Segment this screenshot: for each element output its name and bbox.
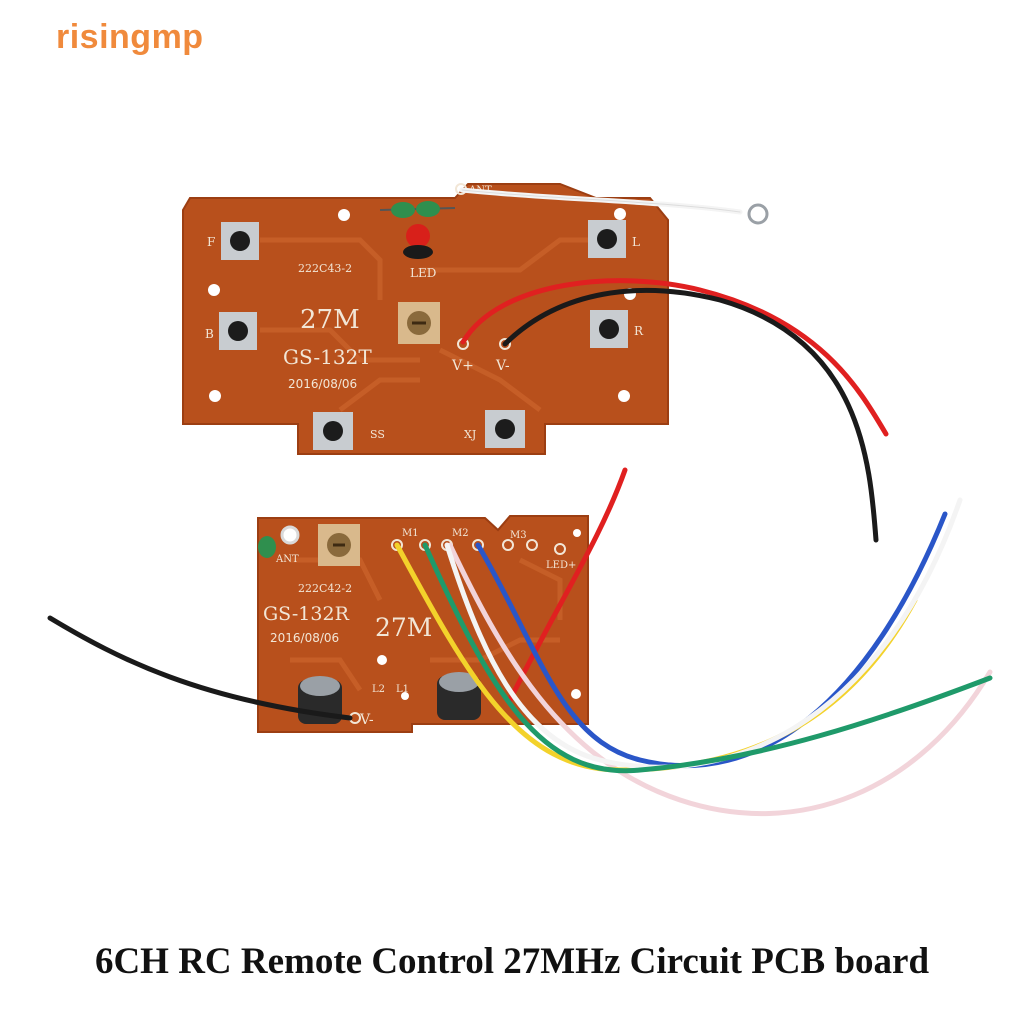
button-l	[588, 220, 626, 258]
transmitter-vplus: V+	[451, 358, 474, 374]
button-ss	[313, 412, 353, 450]
brand-watermark: risingmp	[56, 18, 204, 56]
receiver-pad-m2: M2	[452, 528, 469, 539]
receiver-date: 2016/08/06	[270, 631, 339, 645]
receiver-vminus: V-	[359, 712, 374, 728]
transmitter-freq: 27M	[300, 305, 360, 335]
receiver-coil-l1: L1	[396, 684, 409, 695]
receiver-wire-blue	[475, 511, 948, 769]
product-caption: 6CH RC Remote Control 27MHz Circuit PCB …	[94, 941, 930, 982]
transmitter-buttons	[219, 220, 628, 450]
receiver-wire-pink	[447, 542, 993, 816]
transmitter-board-code: 222C43-2	[298, 262, 352, 275]
receiver-pad-led: LED+	[546, 560, 576, 571]
label-ss: SS	[370, 428, 385, 441]
label-b: B	[205, 327, 214, 341]
transmitter-model: GS-132T	[283, 345, 372, 369]
transmitter-wires	[459, 187, 889, 543]
receiver-pcb	[257, 515, 589, 733]
receiver-coil-l2: L2	[372, 684, 385, 695]
receiver-board-code: 222C42-2	[298, 582, 352, 595]
transmitter-board: F B L R SS XJ 222C43-2 LED ANT 27M GS-13…	[182, 183, 669, 455]
button-b	[219, 312, 257, 350]
receiver-wire-black	[47, 615, 353, 721]
label-f: F	[207, 235, 215, 249]
power-wire-red	[460, 278, 889, 437]
label-r: R	[634, 324, 644, 338]
receiver-model: GS-132R	[263, 603, 350, 625]
receiver-wire-white	[444, 497, 963, 770]
power-wire-black	[502, 287, 879, 543]
receiver-wire-red	[507, 467, 628, 703]
receiver-capacitor-2	[437, 672, 481, 720]
receiver-wire-green	[422, 542, 993, 774]
button-f	[221, 222, 259, 260]
receiver-board: ANT 222C42-2 GS-132R 2016/08/06 27M M1 M…	[257, 515, 589, 733]
transmitter-led-component	[403, 224, 433, 259]
receiver-wires	[47, 467, 993, 816]
transmitter-date: 2016/08/06	[288, 377, 357, 391]
receiver-pad-m3: M3	[510, 530, 527, 541]
button-r	[590, 310, 628, 348]
receiver-inductor	[258, 536, 276, 558]
button-xj	[485, 410, 525, 448]
transmitter-trimmer	[398, 302, 440, 344]
receiver-ant-label: ANT	[275, 554, 299, 565]
label-l: L	[632, 235, 640, 249]
receiver-freq: 27M	[375, 613, 432, 642]
transmitter-led-label: LED	[410, 266, 436, 280]
transmitter-vminus: V-	[495, 358, 510, 374]
antenna-ring-terminal	[747, 203, 769, 225]
receiver-trimmer	[318, 524, 360, 566]
transmitter-inductor	[379, 201, 456, 218]
receiver-pad-m1: M1	[402, 528, 419, 539]
label-xj: XJ	[464, 428, 476, 441]
